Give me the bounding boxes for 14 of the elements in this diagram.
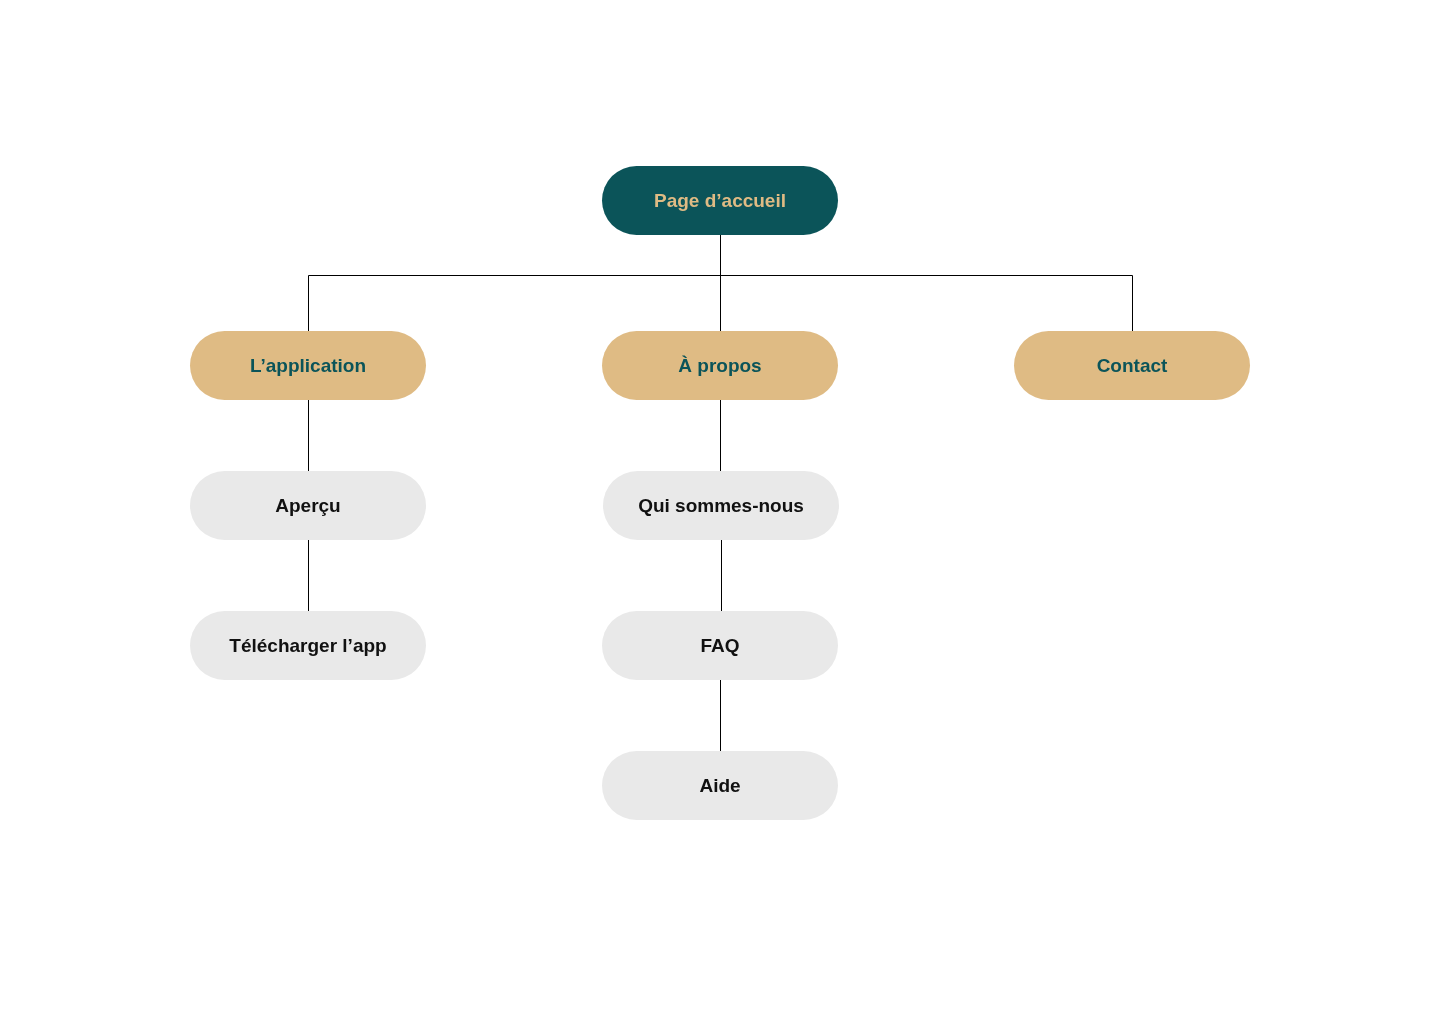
connector-line [721,539,722,612]
connector-line [720,679,721,752]
node-label: Qui sommes-nous [638,494,804,517]
connector-line [308,399,309,472]
connector-line [720,399,721,472]
node-label: Contact [1096,354,1168,377]
node-label: FAQ [700,634,740,657]
node-label: Page d’accueil [654,189,786,212]
node-label: Télécharger l’app [229,634,387,657]
node-label: Aide [699,774,741,797]
node-label: L’application [249,354,367,377]
node-label: Aperçu [275,494,341,517]
connector-line [308,539,309,612]
node-label: À propos [678,354,762,377]
